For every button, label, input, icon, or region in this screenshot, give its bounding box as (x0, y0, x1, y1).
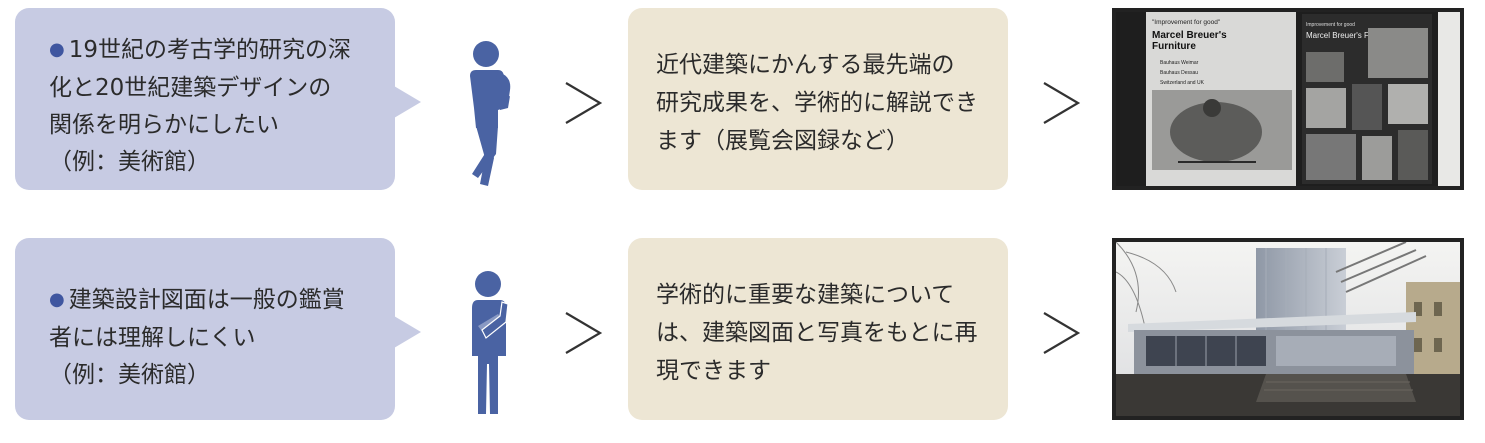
bullet-icon: ● (49, 289, 65, 310)
right-arrow-icon (1038, 310, 1084, 356)
right-arrow-icon (560, 80, 606, 126)
bubble-tail (394, 316, 421, 348)
bullet-icon: ● (49, 39, 65, 60)
catalog-index: Switzerland and UK (1160, 80, 1205, 86)
solution-line: 研究成果を、学術的に解説でき (656, 90, 978, 116)
catalog-title: Furniture (1152, 41, 1196, 52)
need-line: 者には理解しにくい (49, 325, 256, 351)
bubble-tail (394, 86, 421, 118)
architecture-photo (1112, 238, 1464, 420)
solution-line: 現できます (656, 358, 771, 384)
catalog-title: Marcel Breuer's Furniture (1306, 31, 1397, 40)
need-line: ●建築設計図面は一般の鑑賞 (49, 287, 345, 313)
need-line: （例：美術館） (49, 362, 210, 388)
solution-line: ます（展覧会図録など） (656, 128, 909, 154)
catalog-title: Marcel Breuer's (1152, 30, 1227, 41)
need-bubble-2: ●建築設計図面は一般の鑑賞 者には理解しにくい （例：美術館） (15, 238, 421, 420)
catalog-index: Bauhaus Dessau (1160, 70, 1198, 76)
right-arrow-icon (1038, 80, 1084, 126)
need-line: ●19世紀の考古学的研究の深 (49, 37, 351, 63)
person-thinking-icon (458, 38, 524, 188)
solution-box-1: 近代建築にかんする最先端の 研究成果を、学術的に解説でき ます（展覧会図録など） (628, 8, 1008, 190)
row-2: ●建築設計図面は一般の鑑賞 者には理解しにくい （例：美術館） 学術的に重要な建… (0, 238, 1485, 428)
solution-line: 近代建築にかんする最先端の (656, 52, 955, 78)
solution-line: は、建築図面と写真をもとに再 (656, 320, 978, 346)
catalog-tagline: Improvement for good (1306, 22, 1355, 28)
need-line: 関係を明らかにしたい (49, 112, 279, 138)
person-thinking-icon (458, 268, 524, 418)
solution-box-2: 学術的に重要な建築について は、建築図面と写真をもとに再 現できます (628, 238, 1008, 420)
exhibition-catalog-image: "Improvement for good" Marcel Breuer's F… (1112, 8, 1464, 190)
need-bubble-1: ●19世紀の考古学的研究の深 化と20世紀建築デザインの 関係を明らかにしたい … (15, 8, 421, 190)
need-line: 化と20世紀建築デザインの (49, 75, 332, 101)
catalog-index: Bauhaus Weimar (1160, 60, 1199, 66)
right-arrow-icon (560, 310, 606, 356)
row-1: ●19世紀の考古学的研究の深 化と20世紀建築デザインの 関係を明らかにしたい … (0, 8, 1485, 198)
need-line: （例：美術館） (49, 149, 210, 175)
catalog-tagline: "Improvement for good" (1152, 19, 1221, 26)
solution-line: 学術的に重要な建築について (656, 282, 955, 308)
